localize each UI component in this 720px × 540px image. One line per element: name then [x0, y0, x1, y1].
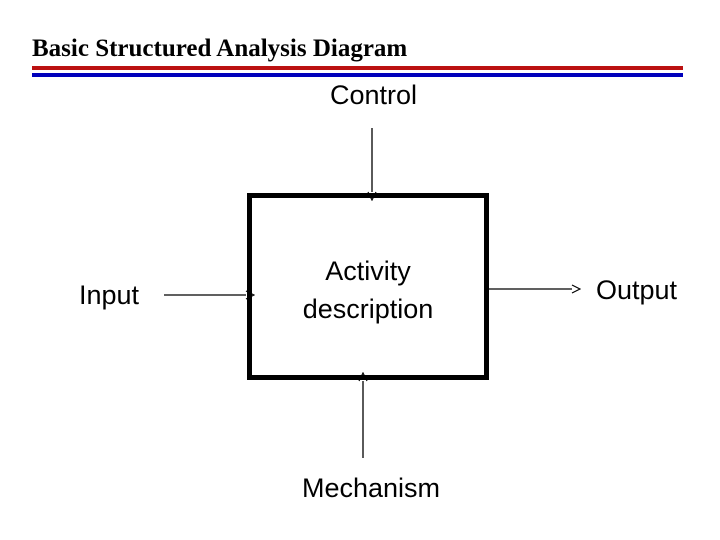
control-label: Control: [330, 80, 418, 110]
title-divider-red: [32, 66, 683, 70]
page-title: Basic Structured Analysis Diagram: [32, 35, 408, 62]
activity-box-label-line1: Activity: [325, 256, 411, 286]
title-divider-blue: [32, 73, 683, 77]
mechanism-label: Mechanism: [302, 473, 441, 503]
activity-box: Activity description: [247, 193, 489, 380]
output-label: Output: [596, 275, 678, 305]
activity-box-label: Activity description: [252, 252, 484, 328]
input-label: Input: [79, 280, 140, 310]
activity-box-label-line2: description: [302, 294, 434, 324]
